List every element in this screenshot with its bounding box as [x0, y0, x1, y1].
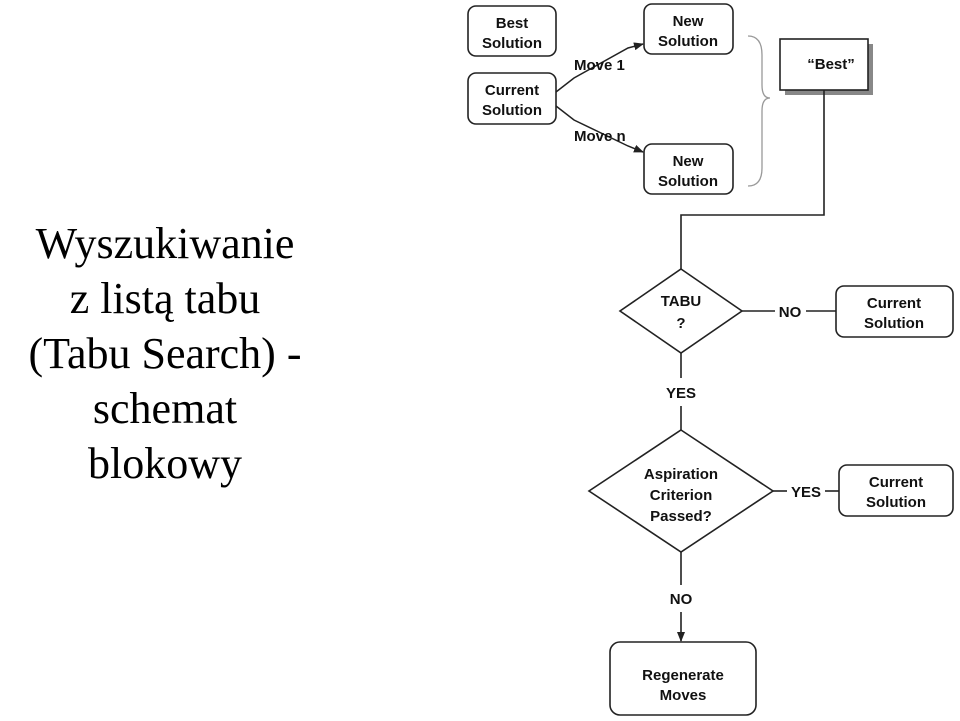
new-solution-2-node: New Solution: [643, 143, 734, 195]
new-solution-1-line-1: New: [673, 13, 704, 30]
current-solution-right-2-node: Current Solution: [838, 464, 954, 517]
aspiration-line-1: Aspiration: [644, 466, 718, 483]
move-1-label: Move 1: [574, 57, 625, 74]
aspiration-line-3: Passed?: [650, 508, 712, 525]
tabu-no-label: NO: [779, 304, 802, 321]
new-solution-2-line-1: New: [673, 153, 704, 170]
current-solution-right-1-node: Current Solution: [835, 285, 954, 338]
regenerate-line-1: Regenerate: [642, 667, 724, 684]
new-solution-1-line-2: Solution: [658, 33, 718, 50]
current-solution-top-node: Current Solution: [467, 72, 557, 125]
aspiration-decision-node: Aspiration Criterion Passed?: [587, 429, 775, 553]
regenerate-line-2: Moves: [660, 687, 707, 704]
slide-title: Wyszukiwanie z listą tabu (Tabu Search) …: [0, 216, 330, 491]
title-line-3: (Tabu Search) -: [28, 329, 302, 378]
best-solution-node: Best Solution: [467, 5, 557, 57]
aspiration-no-label: NO: [670, 591, 693, 608]
best-solution-line-2: Solution: [482, 35, 542, 52]
aspiration-line-2: Criterion: [650, 487, 713, 504]
current-solution-top-line-2: Solution: [482, 102, 542, 119]
current-solution-right-1-line-2: Solution: [864, 315, 924, 332]
tabu-yes-label: YES: [666, 385, 696, 402]
move-n-label: Move n: [574, 128, 626, 145]
new-solution-1-node: New Solution: [643, 3, 734, 55]
current-solution-right-2-line-1: Current: [869, 474, 923, 491]
new-solution-2-line-2: Solution: [658, 173, 718, 190]
tabu-decision-line-2: ?: [676, 315, 685, 332]
regenerate-moves-node: Regenerate Moves: [609, 641, 757, 716]
title-line-2: z listą tabu: [69, 274, 261, 323]
current-solution-right-1-line-1: Current: [867, 295, 921, 312]
move-1-arrow: [555, 42, 644, 93]
tabu-decision-line-1: TABU: [661, 293, 702, 310]
current-solution-top-line-1: Current: [485, 82, 539, 99]
best-to-tabu-connector: [680, 90, 825, 269]
best-candidate-label: “Best”: [807, 56, 855, 73]
title-line-5: blokowy: [88, 439, 242, 488]
title-line-4: schemat: [92, 384, 238, 433]
best-candidate-node: “Best”: [779, 38, 873, 95]
current-solution-right-2-line-2: Solution: [866, 494, 926, 511]
selection-brace: [747, 35, 771, 187]
best-solution-line-1: Best: [496, 15, 529, 32]
tabu-decision-node: TABU ?: [618, 268, 744, 354]
aspiration-yes-label: YES: [791, 484, 821, 501]
title-line-1: Wyszukiwanie: [35, 219, 295, 268]
move-n-arrow: [555, 105, 644, 153]
